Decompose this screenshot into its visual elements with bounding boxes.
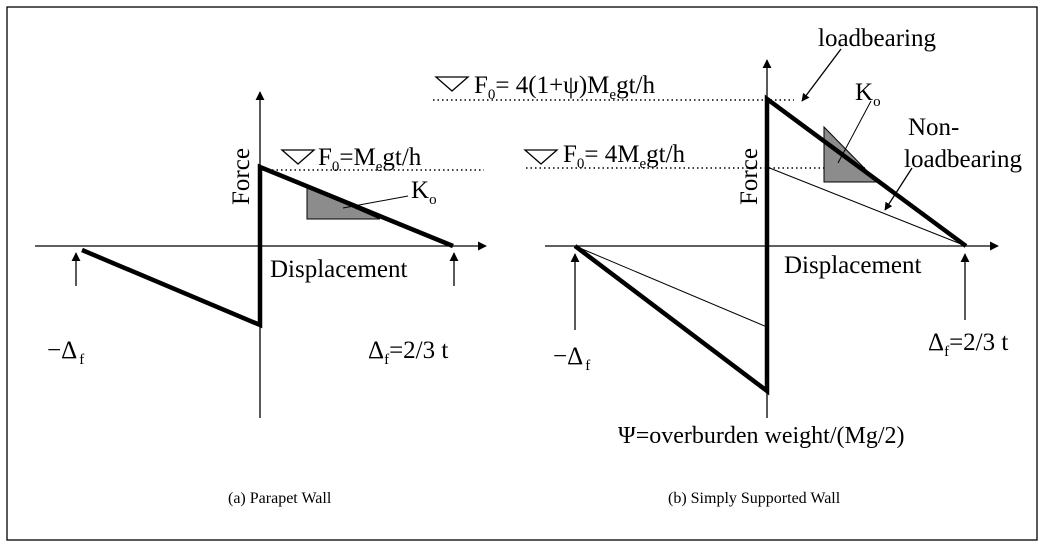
panel-b: Force Displacement F0= 4(1+ψ)Megt/h F0= … <box>433 25 1023 507</box>
panel-b-stiffness-label: Ko <box>855 79 881 110</box>
panel-b-lower-force-triangle <box>523 149 559 165</box>
panel-b-nonloadbearing-line2: loadbearing <box>904 146 1023 173</box>
panel-a-force-equation: F0=Megt/h <box>318 144 422 175</box>
panel-b-nonloadbearing-line1: Non- <box>908 114 959 141</box>
panel-b-pos-delta-label: Δf=2/3 t <box>928 329 1008 360</box>
panel-b-x-axis-label: Displacement <box>784 252 922 279</box>
panel-a-stiffness-label: Ko <box>411 177 437 208</box>
panel-b-lower-force-equation: F0= 4Megt/h <box>563 141 686 172</box>
figure-border <box>6 6 1038 541</box>
panel-b-psi-definition: Ψ=overburden weight/(Mg/2) <box>618 423 905 449</box>
panel-a-x-axis-label: Displacement <box>270 256 408 283</box>
panel-b-upper-force-triangle <box>434 76 470 92</box>
panel-b-nonloadbearing-neg-line <box>574 245 768 328</box>
panel-b-loadbearing-arrow <box>801 48 842 102</box>
panel-a-caption: (a) Parapet Wall <box>228 490 332 507</box>
panel-a-pos-delta-label: Δf=2/3 t <box>368 337 448 368</box>
panel-b-loadbearing-curve <box>573 94 968 396</box>
panel-b-caption: (b) Simply Supported Wall <box>668 490 841 507</box>
panel-b-y-axis-label: Force <box>736 148 763 205</box>
panel-a-y-axis-label: Force <box>228 148 255 205</box>
panel-b-upper-force-equation: F0= 4(1+ψ)Megt/h <box>474 72 655 103</box>
panel-b-nonloadbearing-arrow <box>884 167 913 211</box>
panel-b-nonloadbearing-pos-line <box>766 166 967 247</box>
panel-a-force-displacement-curve <box>81 163 454 329</box>
panel-b-loadbearing-label: loadbearing <box>818 25 937 52</box>
panel-b-stiffness-leader <box>837 100 872 164</box>
panel-a-force-level-triangle <box>280 149 316 165</box>
